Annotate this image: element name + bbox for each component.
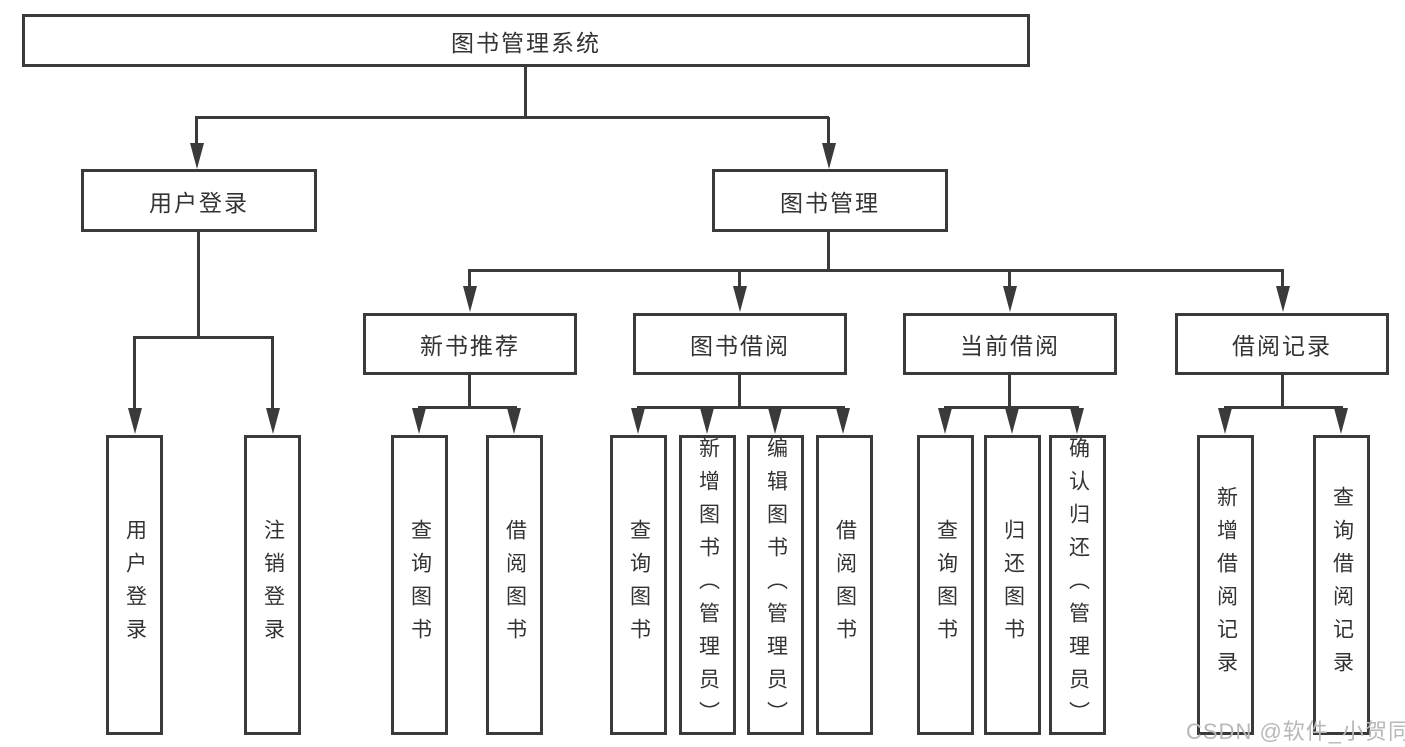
connector-line (133, 336, 274, 339)
connector-line (468, 270, 471, 287)
node-book-borrow: 图书借阅 (633, 313, 847, 375)
leaf-nbr-query-book: 查询图书 (391, 435, 448, 735)
connector-line (195, 116, 829, 119)
connector-line (418, 406, 517, 409)
arrowhead-down-icon (128, 408, 142, 434)
leaf-br-query-record: 查询借阅记录 (1313, 435, 1370, 735)
leaf-bb-edit-book: 编辑图书（管理员） (747, 435, 804, 735)
connector-line (1224, 406, 1343, 409)
connector-line (738, 375, 741, 407)
leaf-bb-edit-book-label: 编辑图书（管理员） (764, 436, 788, 734)
leaf-bb-query-book: 查询图书 (610, 435, 667, 735)
connector-line (468, 269, 1284, 272)
leaf-cb-return-book-label: 归还图书 (1001, 519, 1025, 651)
arrowhead-down-icon (266, 408, 280, 434)
connector-line (468, 375, 471, 407)
connector-line (271, 337, 274, 409)
leaf-cb-query-book: 查询图书 (917, 435, 974, 735)
connector-line (133, 337, 136, 409)
leaf-br-add-record-label: 新增借阅记录 (1214, 486, 1238, 684)
connector-line (524, 67, 527, 117)
node-borrow-record-label: 借阅记录 (1232, 333, 1332, 359)
connector-line (1008, 375, 1011, 407)
connector-line (197, 232, 200, 337)
leaf-bb-borrow-book-label: 借阅图书 (833, 519, 857, 651)
node-user-login: 用户登录 (81, 169, 317, 232)
leaf-bb-query-book-label: 查询图书 (627, 519, 651, 651)
leaf-logout: 注销登录 (244, 435, 301, 735)
leaf-nbr-borrow-book: 借阅图书 (486, 435, 543, 735)
arrowhead-down-icon (1276, 286, 1290, 312)
node-new-book-recommend: 新书推荐 (363, 313, 577, 375)
connector-line (195, 117, 198, 145)
connector-line (1281, 375, 1284, 407)
connector-line (1008, 270, 1011, 287)
node-book-management-label: 图书管理 (780, 189, 880, 216)
leaf-nbr-borrow-book-label: 借阅图书 (503, 519, 527, 651)
arrowhead-down-icon (1218, 408, 1232, 434)
leaf-bb-add-book: 新增图书（管理员） (679, 435, 736, 735)
leaf-br-query-record-label: 查询借阅记录 (1330, 486, 1354, 684)
arrowhead-down-icon (507, 408, 521, 434)
arrowhead-down-icon (1070, 408, 1084, 434)
connector-line (944, 406, 1079, 409)
arrowhead-down-icon (700, 408, 714, 434)
leaf-nbr-query-book-label: 查询图书 (408, 519, 432, 651)
leaf-br-add-record: 新增借阅记录 (1197, 435, 1254, 735)
arrowhead-down-icon (1003, 286, 1017, 312)
arrowhead-down-icon (768, 408, 782, 434)
connector-line (1281, 270, 1284, 287)
leaf-cb-query-book-label: 查询图书 (934, 519, 958, 651)
leaf-bb-add-book-label: 新增图书（管理员） (696, 436, 720, 734)
node-root: 图书管理系统 (22, 14, 1030, 67)
node-book-borrow-label: 图书借阅 (690, 333, 790, 359)
node-root-label: 图书管理系统 (451, 29, 601, 56)
arrowhead-down-icon (938, 408, 952, 434)
leaf-cb-return-book: 归还图书 (984, 435, 1041, 735)
leaf-user-login-label: 用户登录 (123, 519, 147, 651)
leaf-bb-borrow-book: 借阅图书 (816, 435, 873, 735)
arrowhead-down-icon (733, 286, 747, 312)
leaf-cb-confirm-return: 确认归还（管理员） (1049, 435, 1106, 735)
connector-line (827, 117, 830, 145)
arrowhead-down-icon (412, 408, 426, 434)
arrowhead-down-icon (631, 408, 645, 434)
connector-line (738, 270, 741, 287)
node-borrow-record: 借阅记录 (1175, 313, 1389, 375)
watermark: CSDN @软件_小贺同学 (1186, 719, 1405, 744)
node-book-management: 图书管理 (712, 169, 948, 232)
leaf-user-login: 用户登录 (106, 435, 163, 735)
leaf-cb-confirm-return-label: 确认归还（管理员） (1066, 436, 1090, 734)
leaf-logout-label: 注销登录 (261, 519, 285, 651)
arrowhead-down-icon (1334, 408, 1348, 434)
arrowhead-down-icon (463, 286, 477, 312)
node-new-book-recommend-label: 新书推荐 (420, 333, 520, 359)
arrowhead-down-icon (822, 143, 836, 169)
node-current-borrow-label: 当前借阅 (960, 333, 1060, 359)
connector-line (827, 232, 830, 270)
node-user-login-label: 用户登录 (149, 189, 249, 216)
node-current-borrow: 当前借阅 (903, 313, 1117, 375)
connector-line (637, 406, 845, 409)
arrowhead-down-icon (1005, 408, 1019, 434)
arrowhead-down-icon (190, 143, 204, 169)
arrowhead-down-icon (836, 408, 850, 434)
